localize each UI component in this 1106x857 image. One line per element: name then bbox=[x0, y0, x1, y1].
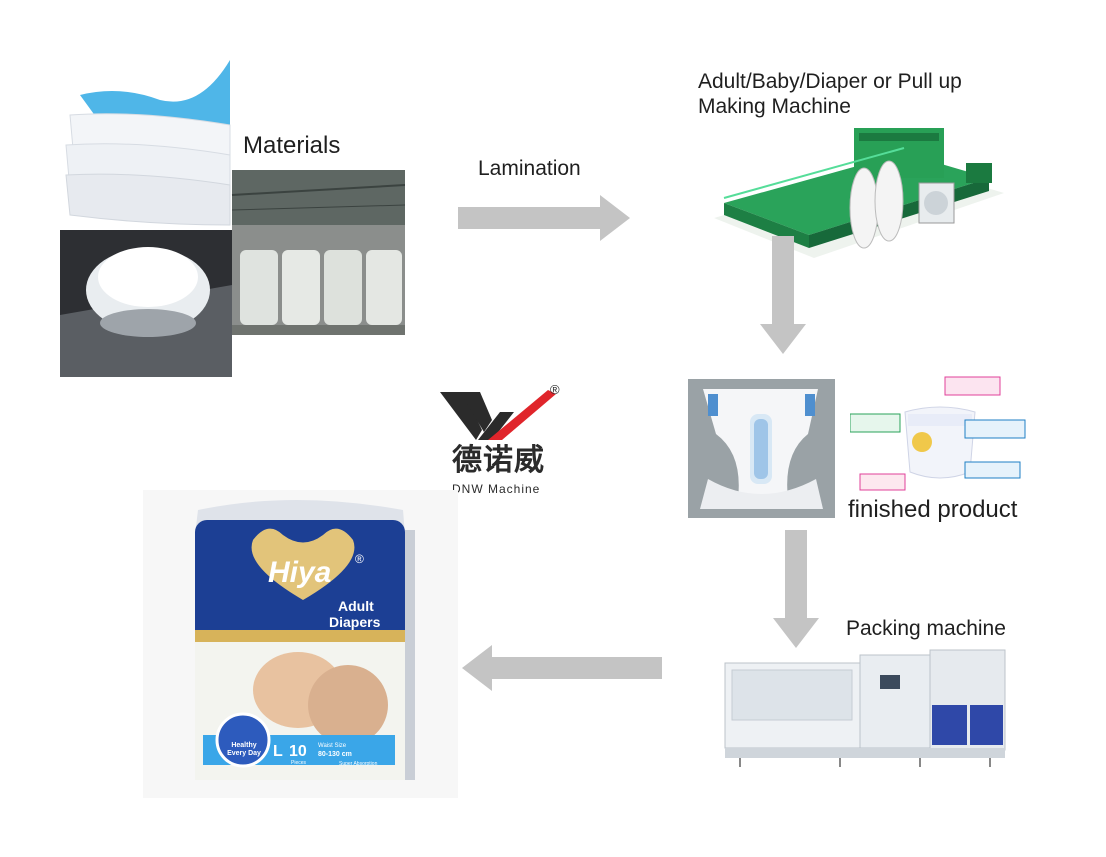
dnw-logo: ® 德诺威 DNW Machine bbox=[440, 382, 570, 502]
materials-image-group bbox=[60, 55, 405, 377]
package-title-line2: Diapers bbox=[329, 614, 381, 630]
lamination-label: Lamination bbox=[478, 157, 581, 180]
package-body bbox=[143, 490, 458, 798]
registered-mark: ® bbox=[550, 382, 560, 397]
dnw-logo-mark bbox=[440, 390, 556, 440]
materials-label: Materials bbox=[243, 132, 341, 159]
making-machine-label-line1: Adult/Baby/Diaper or Pull up bbox=[698, 70, 962, 93]
arrow-left bbox=[462, 645, 662, 691]
finished-product-label: finished product bbox=[848, 496, 1018, 523]
making-machine-label-line2: Making Machine bbox=[698, 95, 851, 118]
warehouse-rolls-photo bbox=[231, 170, 405, 335]
packing-machine-label: Packing machine bbox=[846, 617, 1006, 640]
package-count: 10 bbox=[289, 743, 307, 760]
arrow-right bbox=[458, 195, 630, 241]
pull-up-diagram bbox=[850, 372, 1030, 497]
making-machine-image bbox=[704, 123, 1004, 268]
package-feature: Super Absorption bbox=[339, 761, 378, 767]
nonwoven-fabric-photo bbox=[65, 60, 231, 226]
arrow-down-1 bbox=[760, 236, 806, 354]
sap-powder-photo bbox=[60, 230, 232, 377]
materials-photos bbox=[60, 60, 405, 377]
diaper-package: Hiya ® Adult Diapers Healthy Every Day L… bbox=[143, 490, 458, 798]
logo-english-name: DNW Machine bbox=[452, 482, 541, 496]
package-brand: Hiya bbox=[268, 556, 332, 589]
finished-product-photo bbox=[688, 379, 835, 518]
package-waist-range: 80-130 cm bbox=[318, 751, 352, 758]
logo-chinese-name: 德诺威 bbox=[452, 444, 545, 477]
packing-machine-image bbox=[720, 645, 1010, 770]
package-badge: Healthy Every Day bbox=[227, 742, 261, 757]
package-size: L bbox=[273, 743, 283, 760]
package-title-line1: Adult bbox=[338, 598, 374, 614]
package-registered: ® bbox=[355, 552, 364, 566]
package-waist-label: Waist Size bbox=[318, 743, 347, 749]
arrow-down-2 bbox=[773, 530, 819, 648]
package-count-unit: Pieces bbox=[291, 760, 307, 766]
